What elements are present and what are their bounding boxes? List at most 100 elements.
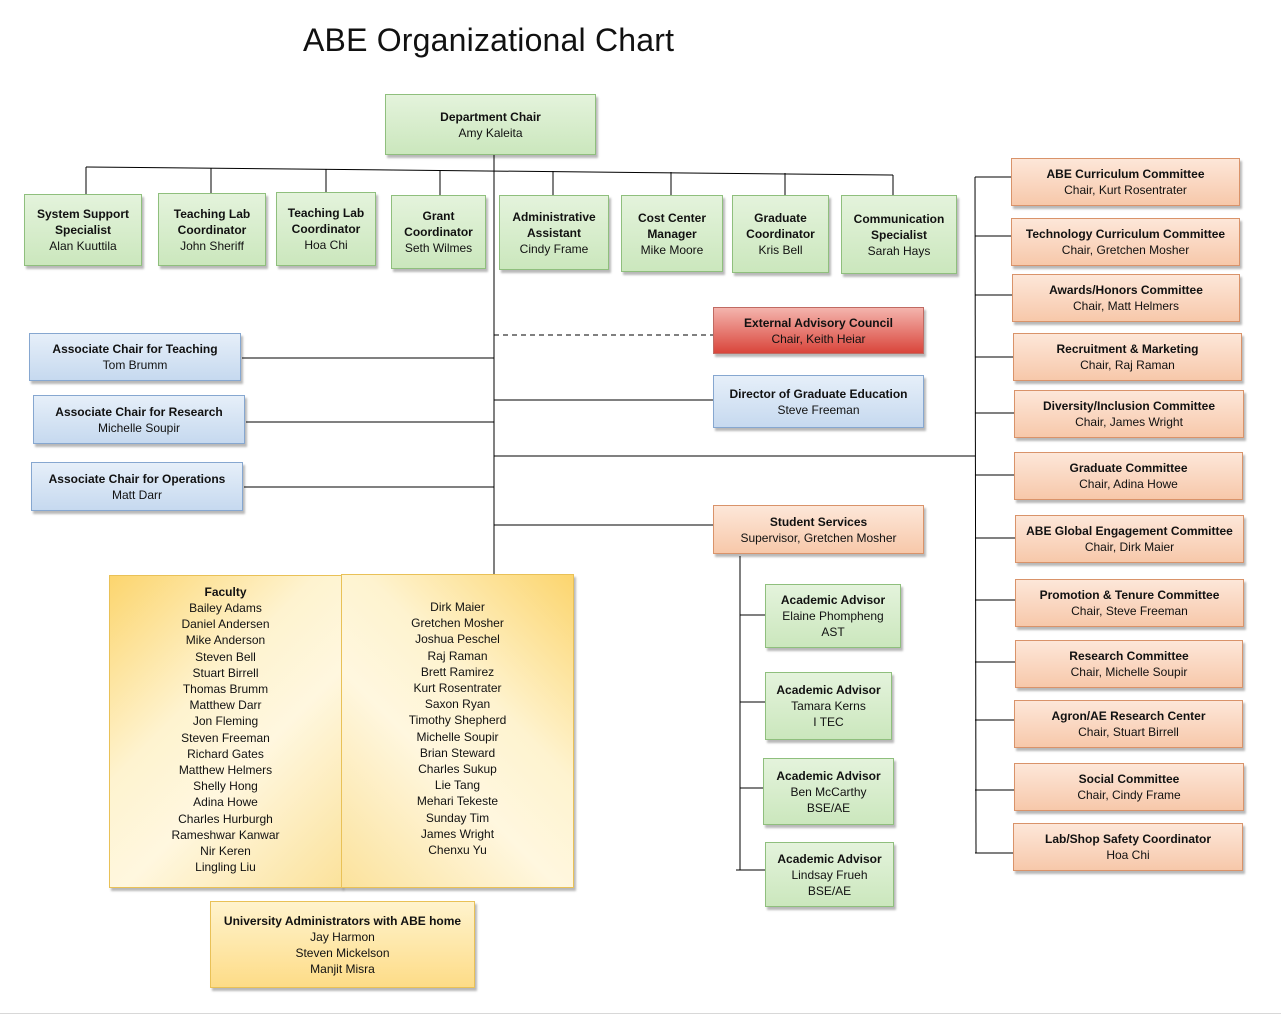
staff-box: Cost Center Manager Mike Moore [621, 195, 723, 272]
associate-chair-box: Associate Chair for Operations Matt Darr [31, 462, 243, 511]
advisor-area: AST [821, 625, 845, 639]
faculty-member: Joshua Peschel [415, 632, 500, 647]
committee-title: Research Committee [1069, 649, 1189, 663]
academic-advisor-box: Academic Advisor Tamara Kerns I TEC [765, 672, 892, 740]
person-name: Elaine Phompheng [782, 609, 884, 623]
committee-box: Research Committee Chair, Michelle Soupi… [1015, 640, 1243, 688]
faculty-member: Dirk Maier [430, 600, 485, 614]
staff-box: System Support Specialist Alan Kuuttila [24, 194, 142, 266]
page-bottom-border [0, 1013, 1281, 1014]
department-chair-box: Department Chair Amy Kaleita [385, 94, 596, 155]
faculty-member: Shelly Hong [193, 779, 258, 794]
person-name: Kris Bell [758, 243, 803, 257]
committee-title: ABE Curriculum Committee [1046, 167, 1205, 181]
committee-chair: Chair, Matt Helmers [1072, 299, 1180, 313]
role-title: Teaching Lab Coordinator [287, 206, 365, 236]
role-title: Associate Chair for Operations [48, 471, 226, 486]
committee-chair: Chair, Steve Freeman [1071, 604, 1188, 618]
committee-box: ABE Curriculum Committee Chair, Kurt Ros… [1011, 158, 1240, 206]
faculty-member: Lie Tang [434, 778, 481, 793]
committee-chair: Chair, Kurt Rosentrater [1064, 183, 1187, 197]
academic-advisor-box: Academic Advisor Elaine Phompheng AST [765, 584, 901, 648]
faculty-member: Rameshwar Kanwar [171, 827, 280, 842]
external-advisory-box: External Advisory Council Chair, Keith H… [713, 307, 924, 354]
committee-box: Lab/Shop Safety Coordinator Hoa Chi [1013, 823, 1243, 871]
committee-box: Graduate Committee Chair, Adina Howe [1014, 452, 1243, 500]
committee-chair: Chair, James Wright [1075, 415, 1183, 429]
committee-chair: Chair, Michelle Soupir [1070, 665, 1188, 679]
faculty-list-2: Dirk Maier Gretchen Mosher Joshua Pesche… [346, 599, 569, 858]
faculty-member: Charles Hurburgh [178, 811, 273, 826]
person-name: Jay Harmon [310, 929, 375, 944]
faculty-member: Bailey Adams [189, 601, 262, 615]
academic-advisor-box: Academic Advisor Lindsay Frueh BSE/AE [765, 842, 894, 907]
committee-spine [974, 176, 977, 854]
person-name: Mike Moore [640, 242, 704, 257]
role-title: Department Chair [440, 109, 541, 124]
faculty-member: Charles Sukup [418, 762, 497, 777]
committee-box: Recruitment & Marketing Chair, Raj Raman [1013, 333, 1242, 381]
committee-chair: Chair, Stuart Birrell [1078, 725, 1179, 739]
committee-title: Social Committee [1078, 772, 1180, 786]
role-title: Associate Chair for Teaching [52, 342, 218, 356]
faculty-member: Gretchen Mosher [411, 616, 504, 631]
faculty-member: Brian Steward [419, 745, 496, 760]
person-name: Chair, Keith Heiar [771, 331, 866, 346]
associate-chair-box: Associate Chair for Teaching Tom Brumm [29, 333, 241, 381]
staff-box: Graduate Coordinator Kris Bell [732, 195, 829, 273]
committee-title: ABE Global Engagement Committee [1026, 524, 1233, 538]
committee-title: Promotion & Tenure Committee [1039, 588, 1220, 602]
faculty-member: Steven Bell [195, 649, 256, 664]
faculty-member: Kurt Rosentrater [413, 681, 502, 696]
person-name: Supervisor, Gretchen Mosher [740, 530, 897, 545]
role-title: Student Services [769, 514, 868, 529]
role-title: Academic Advisor [776, 683, 881, 697]
faculty-member: Steven Freeman [181, 730, 270, 745]
staff-bus-line [85, 166, 894, 176]
advisor-area: BSE/AE [806, 800, 851, 815]
staff-box: Teaching Lab Coordinator Hoa Chi [276, 192, 376, 266]
role-title: Administrative Assistant [512, 209, 596, 240]
faculty-member: Matthew Darr [189, 698, 262, 713]
committee-chair: Chair, Dirk Maier [1084, 540, 1175, 554]
student-services-box: Student Services Supervisor, Gretchen Mo… [713, 505, 924, 554]
faculty-member: James Wright [420, 826, 495, 841]
committee-title: Lab/Shop Safety Coordinator [1044, 832, 1211, 846]
faculty-member: Stuart Birrell [192, 665, 259, 680]
committee-chair: Chair, Adina Howe [1079, 477, 1178, 491]
committee-title: Graduate Committee [1069, 461, 1188, 475]
committee-title: Technology Curriculum Committee [1025, 227, 1226, 241]
university-admins-box: University Administrators with ABE home … [210, 901, 475, 988]
role-title: Academic Advisor [780, 593, 886, 607]
person-name: Amy Kaleita [458, 125, 523, 140]
person-name: Cindy Frame [519, 241, 589, 256]
committee-box: ABE Global Engagement Committee Chair, D… [1015, 515, 1244, 563]
committee-title: Diversity/Inclusion Committee [1042, 399, 1216, 413]
committee-box: Promotion & Tenure Committee Chair, Stev… [1015, 579, 1244, 627]
committee-title: Agron/AE Research Center [1051, 709, 1206, 723]
faculty-member: Jon Fleming [192, 714, 259, 729]
committee-box: Agron/AE Research Center Chair, Stuart B… [1014, 700, 1243, 748]
role-title: Director of Graduate Education [729, 386, 908, 401]
faculty-list-1: Bailey Adams Daniel Andersen Mike Anders… [114, 600, 337, 875]
person-name: Ben McCarthy [790, 784, 867, 799]
person-name: Sarah Hays [867, 243, 931, 258]
role-title: Academic Advisor [776, 768, 881, 783]
faculty-member: Saxon Ryan [424, 697, 491, 712]
faculty-member: Raj Raman [427, 648, 488, 663]
staff-box: Administrative Assistant Cindy Frame [499, 195, 609, 270]
person-name: Hoa Chi [304, 238, 348, 252]
committee-chair: Chair, Raj Raman [1080, 358, 1175, 372]
person-name: Seth Wilmes [404, 241, 473, 255]
faculty-heading: Faculty [204, 585, 247, 599]
committee-box: Awards/Honors Committee Chair, Matt Helm… [1012, 274, 1240, 322]
faculty-member: Timothy Shepherd [408, 713, 507, 728]
faculty-column-2: Dirk Maier Gretchen Mosher Joshua Pesche… [341, 574, 574, 888]
person-name: Matt Darr [111, 487, 162, 502]
role-title: Cost Center Manager [637, 210, 706, 241]
person-name: John Sheriff [180, 238, 244, 253]
committee-box: Diversity/Inclusion Committee Chair, Jam… [1014, 390, 1244, 438]
role-title: System Support Specialist [36, 207, 129, 237]
grad-director-box: Director of Graduate Education Steve Fre… [713, 375, 924, 428]
faculty-member: Sunday Tim [425, 810, 490, 825]
